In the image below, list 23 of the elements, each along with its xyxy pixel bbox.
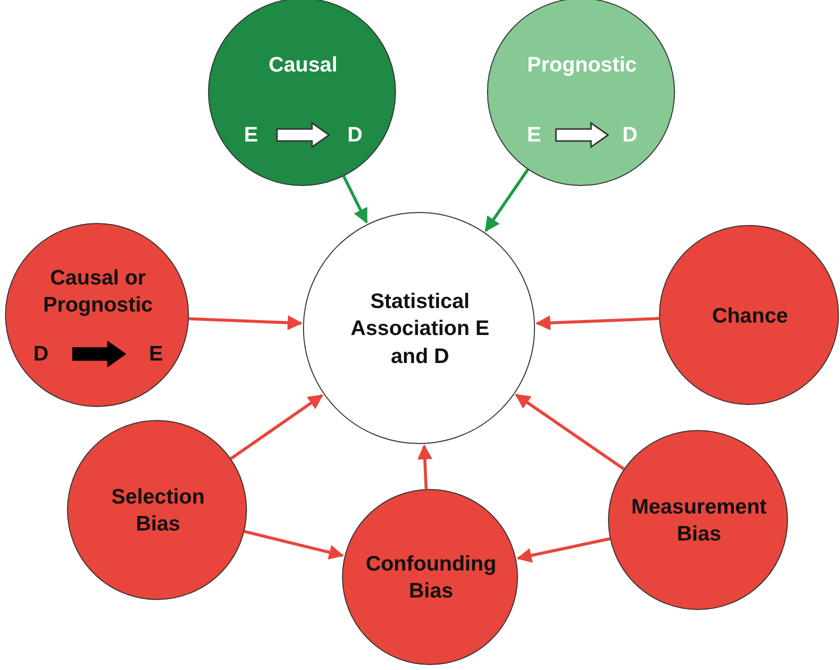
node-label: Statistical Association E and D — [350, 289, 490, 370]
variable-letter: D — [347, 122, 363, 148]
variable-letter: E — [244, 122, 258, 148]
arrow — [342, 176, 368, 224]
node-label: Causal or Prognostic — [42, 266, 154, 319]
node-label: Prognostic — [526, 52, 638, 78]
variable-letter: E — [527, 122, 541, 148]
arrow — [244, 530, 344, 560]
arrow — [484, 168, 530, 232]
arrow — [514, 394, 625, 470]
arrow — [230, 394, 324, 460]
variable-letter: D — [622, 122, 638, 148]
node-label: Chance — [711, 303, 789, 330]
node-label: Measurement Bias — [630, 494, 768, 548]
node-label: Selection Bias — [110, 484, 206, 538]
arrow — [417, 444, 432, 490]
node-label: Causal — [268, 52, 338, 78]
arrow — [188, 315, 303, 330]
arrow — [516, 537, 610, 563]
variable-letter: E — [149, 341, 163, 368]
node-label: Confounding Bias — [364, 552, 498, 605]
variable-letter: D — [33, 341, 49, 368]
arrow — [535, 315, 660, 330]
